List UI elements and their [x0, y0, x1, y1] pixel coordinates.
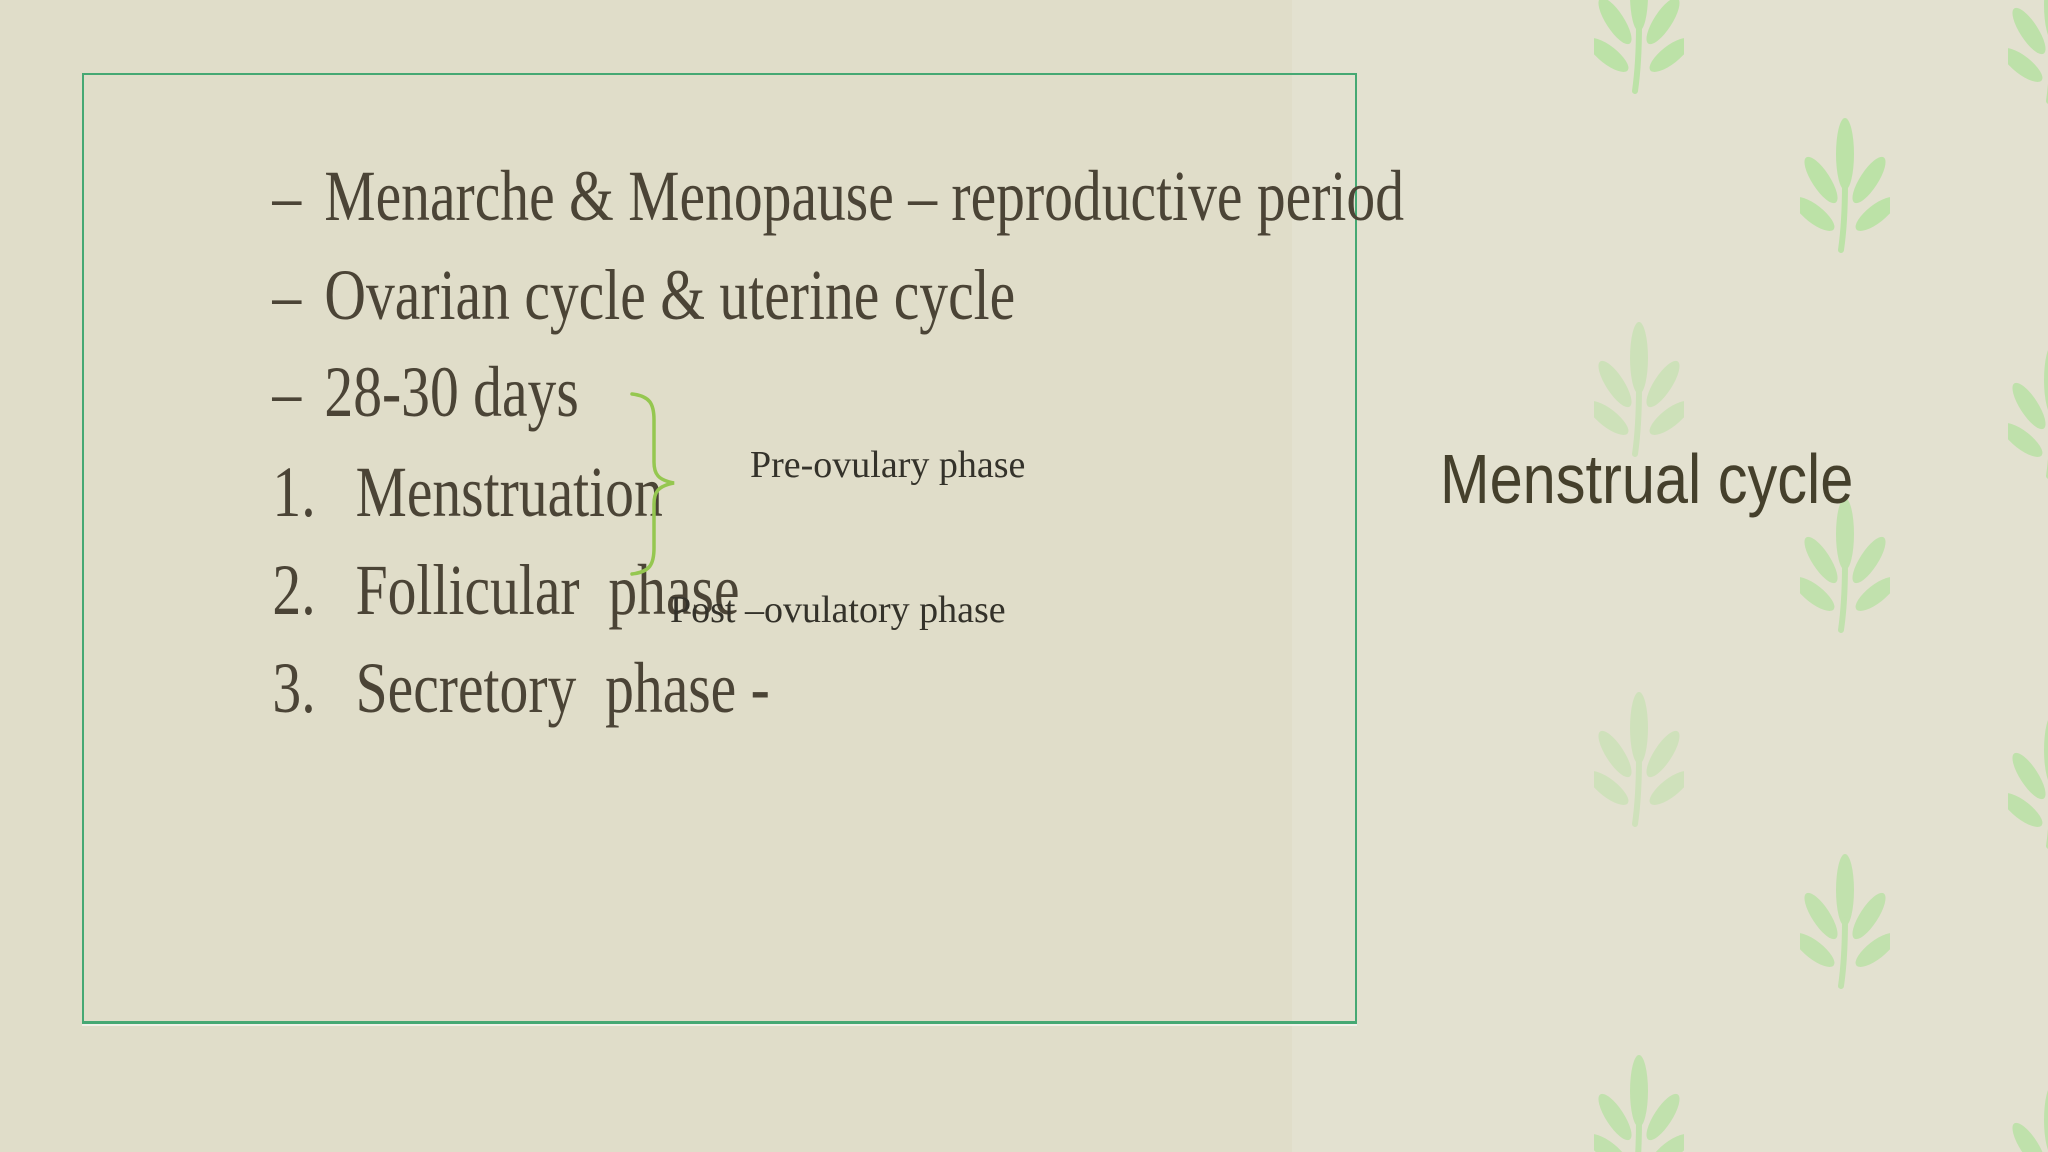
- bullet-text: Menarche & Menopause – reproductive peri…: [324, 156, 1405, 236]
- number-marker: 1.: [272, 452, 316, 532]
- numbered-text: Secretory phase -: [355, 648, 770, 728]
- leaf-sprig-icon: [1594, 692, 1684, 827]
- numbered-item: 3. Secretory phase -: [186, 580, 770, 796]
- bullet-item: –Menarche & Menopause – reproductive per…: [186, 88, 1404, 304]
- leaf-sprig-icon: [1800, 498, 1890, 633]
- numbered-text: Follicular phase: [355, 550, 740, 630]
- leaf-sprig-icon: [1594, 1055, 1684, 1152]
- slide-title: Menstrual cycle: [1440, 440, 1854, 518]
- leaf-sprig-icon: [2008, 350, 2048, 479]
- content-box: –Menarche & Menopause – reproductive per…: [82, 73, 1404, 1024]
- numbered-item: 1. Menstruation: [186, 384, 663, 600]
- bullet-item: –Ovarian cycle & uterine cycle: [186, 187, 1015, 403]
- leaf-sprig-icon: [1594, 0, 1684, 94]
- background-panel: [1292, 0, 2048, 1152]
- leaf-sprig-icon: [2008, 0, 2048, 104]
- leaf-sprig-icon: [2012, 1090, 2048, 1152]
- bullet-item: –28-30 days: [186, 284, 579, 500]
- numbered-item: 2. Follicular phase: [186, 482, 740, 698]
- number-marker: 3.: [272, 648, 316, 728]
- bullet-text: 28-30 days: [324, 352, 579, 432]
- dash-bullet-marker: –: [272, 352, 302, 432]
- post-ovulatory-label: Post –ovulatory phase: [670, 589, 1006, 631]
- leaf-sprig-icon: [1800, 118, 1890, 253]
- pre-ovulatory-label: Pre-ovulary phase: [750, 444, 1026, 486]
- curly-brace-icon: [630, 392, 675, 576]
- leaf-sprig-icon: [1800, 854, 1890, 989]
- dash-bullet-marker: –: [272, 156, 302, 236]
- leaf-sprig-icon: [1594, 322, 1684, 457]
- dash-bullet-marker: –: [272, 255, 302, 335]
- numbered-text: Menstruation: [355, 452, 663, 532]
- number-marker: 2.: [272, 550, 316, 630]
- bullet-text: Ovarian cycle & uterine cycle: [324, 255, 1016, 335]
- leaf-sprig-icon: [2008, 720, 2048, 849]
